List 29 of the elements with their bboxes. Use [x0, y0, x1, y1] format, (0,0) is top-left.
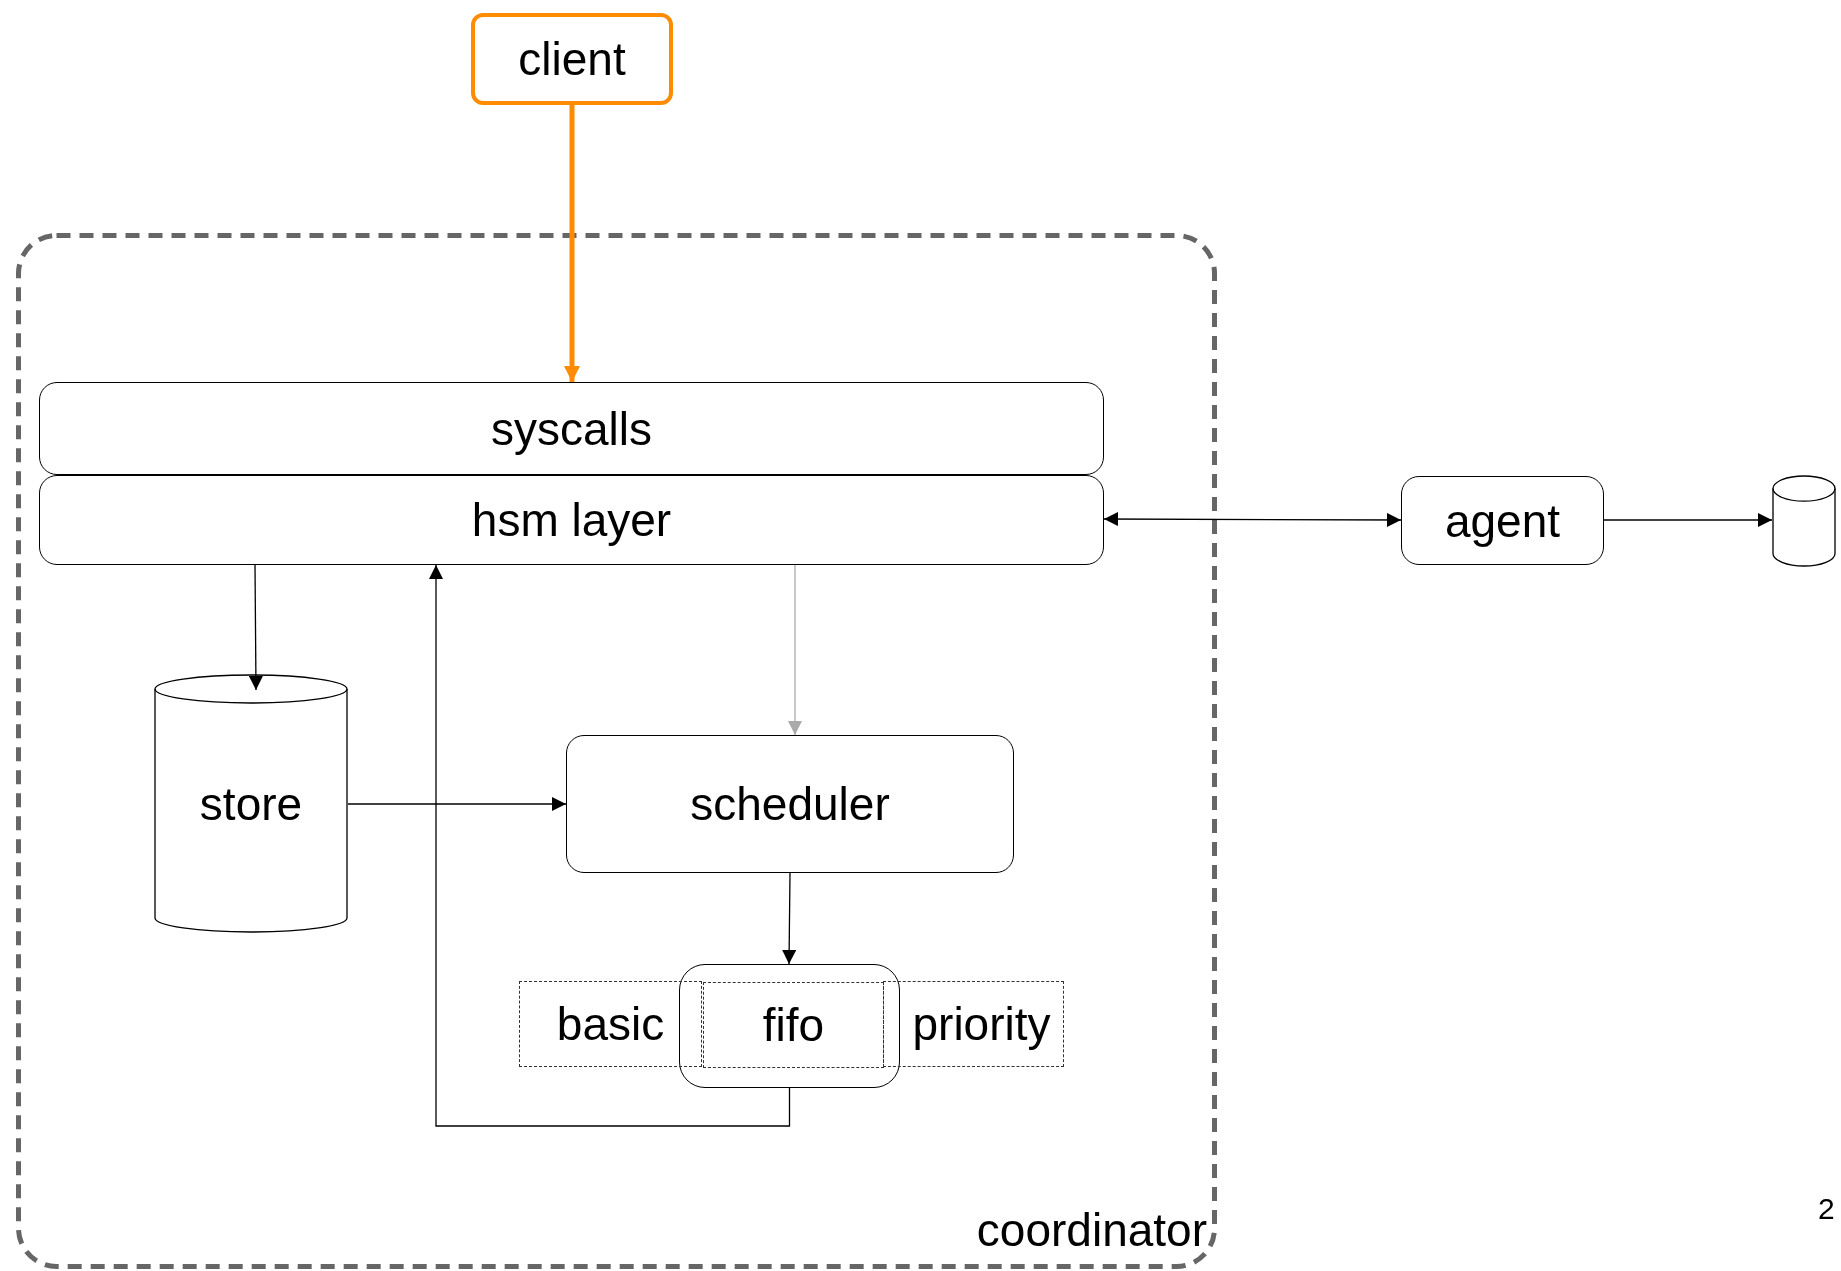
dashed-container [16, 233, 1217, 1269]
arrow [347, 797, 567, 811]
layer-box [39, 475, 1104, 565]
arrow [1603, 513, 1773, 527]
arrow [248, 564, 263, 691]
node-label: hsm layer [470, 493, 673, 547]
option-box [519, 981, 702, 1067]
option-box [883, 981, 1064, 1067]
node-label: store [198, 776, 304, 831]
arrow [429, 564, 791, 1127]
client-box [471, 13, 673, 105]
node-label: basic [555, 997, 666, 1051]
node-label: client [517, 32, 627, 86]
node-label: coordinator [976, 1203, 1207, 1257]
process-box [1401, 476, 1604, 565]
node-label: priority [911, 997, 1052, 1051]
arrow [1103, 512, 1402, 527]
arrow [564, 105, 580, 382]
selection-box [679, 964, 900, 1088]
node-label: scheduler [689, 777, 891, 831]
arrow [788, 564, 802, 736]
node-label: syscalls [490, 401, 653, 456]
process-box [566, 735, 1014, 873]
page-number: 2 [1818, 1192, 1835, 1226]
layer-box [39, 382, 1104, 475]
arrow [782, 872, 797, 965]
node-label: agent [1443, 493, 1562, 548]
node-label: fifo [761, 998, 826, 1052]
option-box [703, 982, 884, 1068]
